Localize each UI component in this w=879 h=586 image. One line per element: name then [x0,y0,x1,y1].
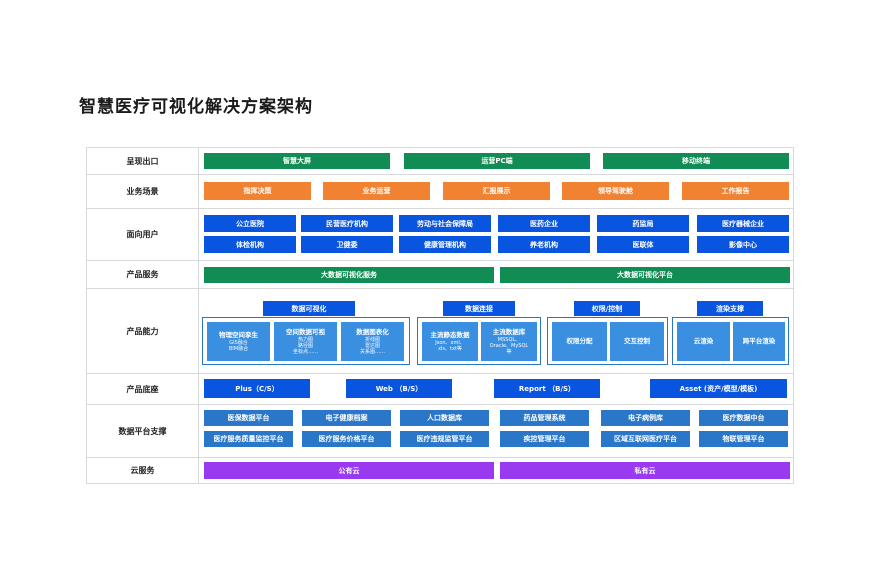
tile-title: 数据图表化 [356,328,389,336]
base-box: Report （B/S） [494,379,600,398]
platform-box: 医疗服务质量监控平台 [204,431,293,447]
row-label: 业务场景 [87,175,199,208]
presentation-box: 移动终端 [603,153,789,169]
row-label: 数据平台支撑 [87,405,199,457]
user-box: 民营医疗机构 [301,215,393,232]
tile-title: 物理空间孪生 [219,331,258,339]
tile-line: 坐标点…… [292,349,318,355]
tile-title: 主流数据库 [492,328,526,336]
capability-tile: 主流数据库 MSSQL、 Oracle、MySQL 等 [481,322,537,361]
row-presentation: 呈现出口 智慧大屏 运营PC端 移动终端 [87,148,793,175]
cloud-box: 私有云 [500,462,790,479]
platform-box: 药品管理系统 [500,410,589,426]
tile-title: 交互控制 [624,337,650,345]
row-cloud: 云服务 公有云 私有云 [87,458,793,483]
business-box: 领导驾驶舱 [562,182,669,200]
capability-tile: 主流静态数据 Json、xml、 xls、txt等 [422,322,478,361]
tile-line: GIS融合 [229,340,248,346]
row-label: 产品服务 [87,261,199,288]
tile-line: 折线图 [364,337,380,343]
capability-tile: 交互控制 [610,322,664,361]
row-platform: 数据平台支撑 医保数据平台 电子健康档案 人口数据库 药品管理系统 电子病例库 … [87,405,793,458]
tile-line: 等 [506,349,512,355]
capability-tile: 数据图表化 折线图 雷达图 关系图…… [341,322,404,361]
page-title: 智慧医疗可视化解决方案架构 [79,97,313,117]
row-label: 面向用户 [87,209,199,260]
user-box: 卫健委 [301,236,393,253]
capability-group-title: 数据连接 [443,301,515,316]
capability-tile: 空间数据可视 热力图 路径图 坐标点…… [274,322,337,361]
row-services: 产品服务 大数据可视化服务 大数据可视化平台 [87,261,793,289]
user-box: 影像中心 [697,236,789,253]
presentation-box: 运营PC端 [404,153,590,169]
user-box: 体检机构 [204,236,296,253]
tile-title: 主流静态数据 [430,331,470,339]
platform-box: 区域互联网医疗平台 [601,431,690,447]
business-box: 汇报展示 [443,182,550,200]
platform-box: 物联管理平台 [699,431,788,447]
tile-line: MSSQL、 [497,337,521,343]
row-label: 产品能力 [87,289,199,373]
tile-title: 云渲染 [693,337,714,345]
tile-line: xls、txt等 [438,346,462,352]
row-base: 产品底座 Plus（C/S） Web （B/S） Report （B/S） As… [87,374,793,405]
platform-box: 电子病例库 [601,410,690,426]
platform-box: 医保数据平台 [204,410,293,426]
row-capability: 产品能力 数据可视化 物理空间孪生 GIS融合 BIM融合 空间数据可视 热力图… [87,289,793,374]
row-label: 呈现出口 [87,148,199,174]
capability-tile: 权限分配 [552,322,607,361]
capability-tile: 跨平台渲染 [733,322,785,361]
capability-tile: 物理空间孪生 GIS融合 BIM融合 [207,322,270,361]
presentation-box: 智慧大屏 [204,153,390,169]
business-box: 工作报告 [682,182,789,200]
platform-box: 疾控管理平台 [500,431,589,447]
base-box: Asset (资产/模型/模板) [650,379,787,398]
cloud-box: 公有云 [204,462,494,479]
business-box: 业务运营 [323,182,430,200]
user-box: 健康管理机构 [399,236,491,253]
platform-box: 医疗服务价格平台 [302,431,391,447]
tile-line: 关系图…… [359,349,385,355]
capability-tile: 云渲染 [677,322,730,361]
row-business: 业务场景 指挥决策 业务运营 汇报展示 领导驾驶舱 工作报告 [87,175,793,209]
tile-line: 路径图 [297,343,313,349]
capability-group-title: 渲染支撑 [697,301,763,316]
service-box: 大数据可视化平台 [500,267,790,283]
row-users: 面向用户 公立医院 民营医疗机构 劳动与社会保障局 医药企业 药监局 医疗器械企… [87,209,793,261]
user-box: 医药企业 [498,215,590,232]
tile-line: Json、xml、 [435,340,465,346]
user-box: 医联体 [597,236,689,253]
business-box: 指挥决策 [204,182,311,200]
row-label: 云服务 [87,458,199,483]
user-box: 药监局 [597,215,689,232]
platform-box: 医疗违规监管平台 [400,431,489,447]
user-box: 养老机构 [498,236,590,253]
tile-line: 雷达图 [364,343,380,349]
tile-title: 跨平台渲染 [742,337,776,345]
base-box: Web （B/S） [346,379,452,398]
tile-line: BIM融合 [228,346,249,352]
service-box: 大数据可视化服务 [204,267,494,283]
capability-group-title: 数据可视化 [263,301,355,316]
architecture-diagram: 呈现出口 智慧大屏 运营PC端 移动终端 业务场景 指挥决策 业务运营 汇报展示… [86,147,794,484]
tile-line: 热力图 [297,337,313,343]
tile-title: 空间数据可视 [286,328,325,336]
row-label: 产品底座 [87,374,199,404]
user-box: 劳动与社会保障局 [399,215,491,232]
platform-box: 医疗数据中台 [699,410,788,426]
user-box: 公立医院 [204,215,296,232]
platform-box: 人口数据库 [400,410,489,426]
capability-group-title: 权限/控制 [574,301,640,316]
platform-box: 电子健康档案 [302,410,391,426]
tile-title: 权限分配 [566,337,593,345]
tile-line: Oracle、MySQL [489,343,529,349]
user-box: 医疗器械企业 [697,215,789,232]
base-box: Plus（C/S） [204,379,310,398]
